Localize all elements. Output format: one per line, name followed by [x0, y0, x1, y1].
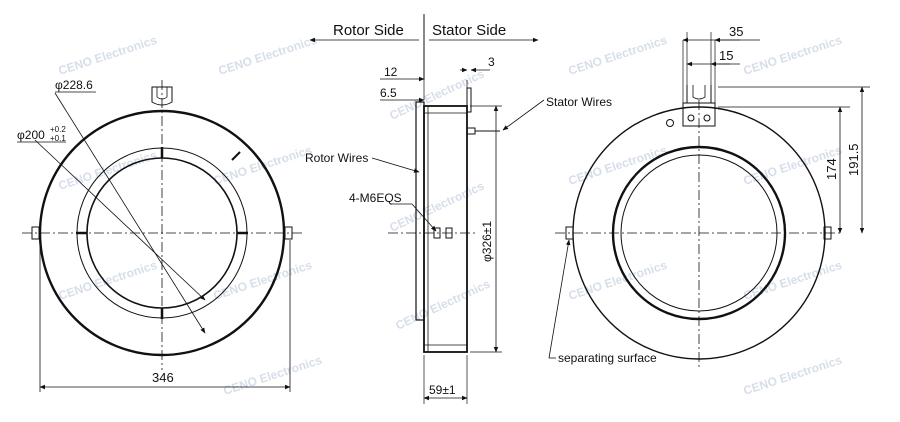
watermark: CENO Electronics — [217, 33, 319, 78]
dim-174-label: 174 — [824, 158, 839, 180]
slip-ring-body — [423, 105, 468, 353]
length-dimension-label: 59±1 — [429, 383, 456, 397]
dim-6-5-label: 6.5 — [380, 86, 397, 100]
watermark: CENO Electronics — [57, 33, 159, 78]
rotor-wires-label: Rotor Wires — [305, 151, 368, 165]
dim-3-label: 3 — [488, 55, 495, 69]
dim-15-label: 15 — [719, 48, 733, 63]
watermark: CENO Electronics — [387, 66, 486, 122]
inner-diameter-label: φ200 — [17, 128, 45, 142]
watermark: CENO Electronics — [57, 258, 159, 303]
front-view — [22, 80, 302, 392]
height-dimension-label: φ326±1 — [480, 221, 494, 262]
outer-diameter-label: φ228.6 — [55, 78, 93, 92]
watermark: CENO Electronics — [222, 353, 324, 398]
watermark: CENO Electronics — [393, 276, 492, 332]
watermark: CENO Electronics — [742, 33, 844, 78]
stator-side-label: Stator Side — [432, 22, 506, 39]
watermark: CENO Electronics — [567, 143, 669, 188]
separating-surface-label: separating surface — [558, 351, 657, 365]
rotor-side-label: Rotor Side — [333, 22, 404, 39]
watermark: CENO Electronics — [742, 353, 844, 398]
watermark: CENO Electronics — [567, 33, 669, 78]
watermarks: CENO Electronics CENO Electronics CENO E… — [57, 33, 844, 398]
dim-12-label: 12 — [384, 65, 398, 79]
stator-wires-label: Stator Wires — [546, 95, 612, 109]
watermark: CENO Electronics — [212, 258, 314, 303]
front-tab — [151, 86, 173, 106]
inner-tolerance-lower: +0.1 — [50, 134, 66, 143]
side-header — [309, 14, 539, 80]
dim-35-label: 35 — [729, 24, 743, 39]
thread-spec-label: 4-M6EQS — [349, 191, 402, 205]
watermark: CENO Electronics — [387, 178, 486, 234]
watermark: CENO Electronics — [57, 148, 159, 193]
width-dimension-label: 346 — [152, 370, 174, 385]
inner-tolerance-upper: +0.2 — [50, 125, 66, 134]
side-view — [371, 67, 545, 404]
rear-view — [548, 32, 870, 370]
dim-191-5-label: 191.5 — [846, 143, 861, 176]
